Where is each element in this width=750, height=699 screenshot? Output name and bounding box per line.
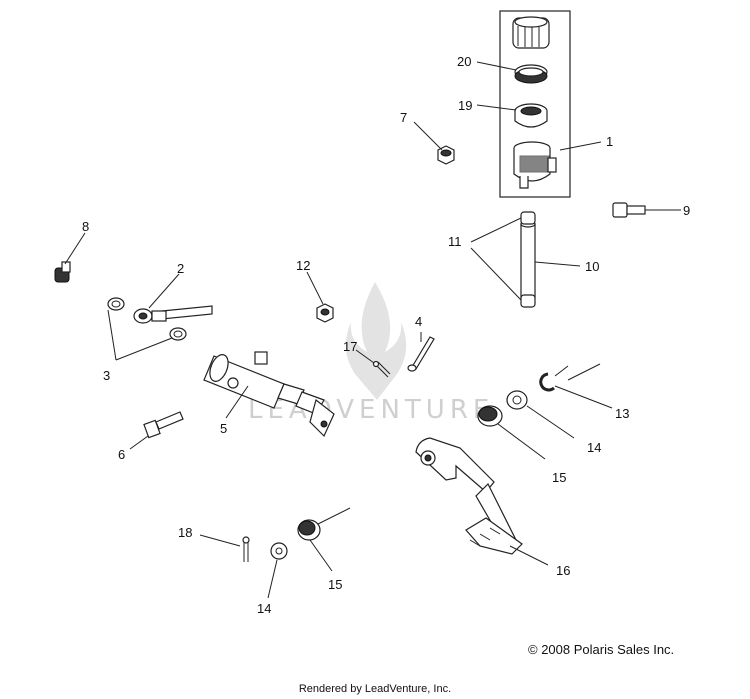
leader-lines (64, 61, 681, 599)
callout-20: 20 (457, 54, 471, 69)
part-12-nut (316, 303, 334, 323)
part-5-master-cylinder (203, 351, 335, 438)
callout-18: 18 (178, 525, 192, 540)
part-18-cotter-pin (242, 536, 250, 562)
callout-10: 10 (585, 259, 599, 274)
callout-1: 1 (606, 134, 613, 149)
callout-5: 5 (220, 421, 227, 436)
part-2-brake-line (133, 305, 213, 324)
callout-17: 17 (343, 339, 357, 354)
callout-14: 14 (587, 440, 601, 455)
part-6-bolt (143, 411, 184, 439)
callout-4: 4 (415, 314, 422, 329)
part-9-bolt (612, 202, 646, 218)
part-8-fitting (54, 261, 71, 283)
part-3-washers (107, 297, 187, 341)
watermark: LEADVENTURE (248, 282, 489, 425)
copyright-text: © 2008 Polaris Sales Inc. (528, 642, 675, 657)
callout-12: 12 (296, 258, 310, 273)
callout-15-lower: 15 (328, 577, 342, 592)
part-7-nut (437, 145, 455, 165)
callout-7: 7 (400, 110, 407, 125)
callout-15: 15 (552, 470, 566, 485)
part-15-bushing-lower (297, 519, 321, 541)
part-10-hose (520, 220, 536, 299)
callout-9: 9 (683, 203, 690, 218)
part-4-pin (407, 336, 435, 372)
callout-11: 11 (448, 234, 462, 249)
part-15-bushing (477, 405, 503, 427)
part-11-clamps (520, 211, 536, 308)
callout-3: 3 (103, 368, 110, 383)
part-14-washer-lower (270, 542, 288, 560)
rendered-by-text: Rendered by LeadVenture, Inc. (298, 683, 452, 695)
callout-labels: 1 2 3 4 5 6 7 8 9 10 11 12 13 14 15 16 1… (82, 54, 690, 616)
flame-logo (345, 282, 407, 400)
part-13-clip (539, 372, 555, 392)
callout-19: 19 (458, 98, 472, 113)
callout-14-lower: 14 (257, 601, 271, 616)
callout-13: 13 (615, 406, 629, 421)
part-17-cotter-pin (372, 360, 391, 378)
assembly-box (499, 10, 571, 198)
callout-8: 8 (82, 219, 89, 234)
reservoir-assembly (499, 10, 571, 198)
callout-2: 2 (177, 261, 184, 276)
callout-6: 6 (118, 447, 125, 462)
callout-16: 16 (556, 563, 570, 578)
part-14-washer (506, 390, 528, 410)
part-16-brake-pedal (415, 437, 523, 555)
